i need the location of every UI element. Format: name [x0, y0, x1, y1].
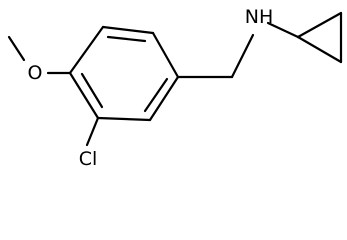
ring-bond-c6-c1 — [68, 71, 100, 120]
ring-bond-c5-c6 — [96, 116, 152, 122]
ring-double-bond-upper — [106, 35, 147, 43]
cyclopropyl-bond-c — [296, 35, 343, 64]
ring-bond-c4-c5 — [148, 75, 180, 122]
cyclopropyl-bond-a — [296, 11, 343, 39]
ring-bond-c1-c2 — [68, 25, 105, 75]
ring-bond-c2-c3 — [101, 25, 155, 35]
ring-double-bond-left — [80, 72, 104, 109]
chemical-structure-diagram: O Cl NH — [7, 6, 343, 170]
cyclopropyl-ring — [296, 11, 343, 64]
ring-double-bond-right — [143, 77, 169, 113]
chlorine-label: Cl — [79, 148, 98, 170]
ring-bond-c3-c4 — [151, 31, 180, 79]
methyl-to-oxygen-bond — [7, 35, 26, 62]
amine-label: NH — [245, 6, 274, 28]
benzene-ring — [68, 25, 180, 122]
ring-to-chlorine-bond — [85, 116, 100, 147]
methoxy-oxygen-label: O — [28, 62, 43, 84]
nitrogen-to-cyclopropyl-bond — [266, 21, 300, 39]
methylene-to-nitrogen-bond — [230, 33, 255, 79]
